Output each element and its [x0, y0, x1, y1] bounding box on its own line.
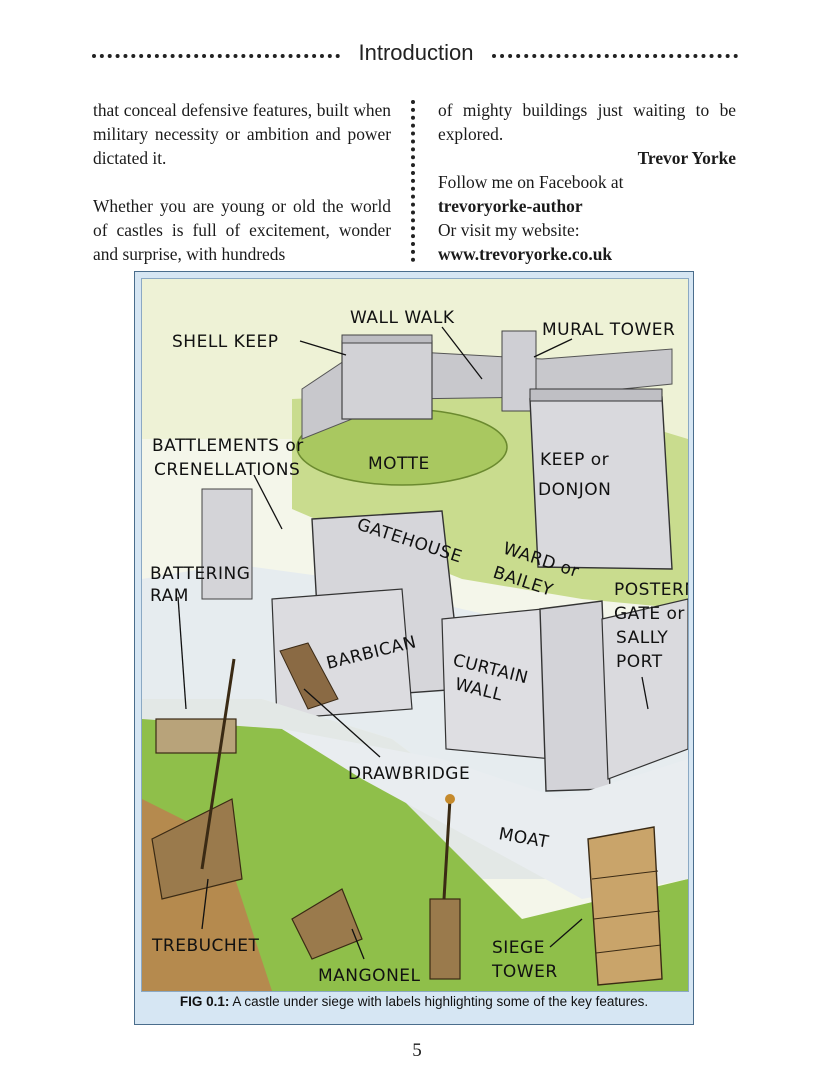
corner-tower-right	[539, 600, 611, 792]
header-title: Introduction	[358, 40, 474, 65]
label-battlements-line2: CRENELLATIONS	[154, 460, 300, 480]
label-battlements-line1: BATTLEMENTS or	[152, 436, 304, 456]
right-curtain-wall	[601, 598, 688, 780]
caption-text: A castle under siege with labels highlig…	[229, 994, 649, 1009]
right-paragraph-1: of mighty buildings just waiting to be e…	[438, 100, 736, 144]
website-text: Or visit my website:	[438, 220, 580, 240]
shell-keep-drawing	[341, 340, 433, 420]
siege-tower-drawing	[587, 826, 663, 986]
right-column: of mighty buildings just waiting to be e…	[438, 98, 736, 266]
drawbridge-drawing	[279, 642, 339, 710]
mangonel-drawing	[291, 888, 363, 960]
label-siege-line1: SIEGE	[492, 938, 545, 958]
castle-illustration: WALL WALK SHELL KEEP MURAL TOWER BATTLEM…	[142, 279, 688, 991]
website-url: www.trevoryorke.co.uk	[438, 244, 613, 264]
column-dotted-separator	[411, 100, 415, 262]
running-header: Introduction	[92, 40, 738, 70]
corner-tower-left	[201, 488, 253, 600]
trebuchet-drawing	[151, 798, 243, 900]
label-motte: MOTTE	[368, 454, 430, 474]
label-shell-keep: SHELL KEEP	[172, 332, 279, 352]
label-mural-tower: MURAL TOWER	[542, 320, 675, 340]
label-keep-line1: KEEP or	[540, 450, 609, 470]
label-siege-line2: TOWER	[491, 962, 558, 982]
label-wall-walk: WALL WALK	[350, 308, 455, 328]
label-mangonel: MANGONEL	[318, 966, 421, 986]
label-postern-line2: GATE or	[614, 604, 685, 624]
label-postern-line3: SALLY	[616, 628, 668, 648]
left-paragraph-2: Whether you are young or old the world o…	[93, 196, 391, 264]
figure-castle-illustration: WALL WALK SHELL KEEP MURAL TOWER BATTLEM…	[134, 271, 694, 1025]
left-column: that conceal defensive features, built w…	[93, 98, 391, 266]
header-dotted-rule-right	[492, 54, 738, 58]
label-postern-line1: POSTERN	[614, 580, 688, 600]
author-signature: Trevor Yorke	[637, 148, 736, 168]
facebook-handle: trevoryorke-author	[438, 196, 583, 216]
label-trebuchet: TREBUCHET	[151, 936, 259, 956]
label-drawbridge: DRAWBRIDGE	[348, 764, 470, 784]
caption-label: FIG 0.1:	[179, 994, 230, 1009]
page-number: 5	[412, 1040, 422, 1061]
label-keep-line2: DONJON	[538, 480, 611, 500]
foreground-grass	[142, 719, 688, 991]
leader-lines	[177, 326, 649, 960]
label-battering-line1: BATTERING	[150, 564, 250, 584]
label-postern-line4: PORT	[616, 652, 663, 672]
figure-caption: FIG 0.1: A castle under siege with label…	[141, 994, 687, 1009]
header-dotted-rule-left	[92, 54, 340, 58]
facebook-text: Follow me on Facebook at	[438, 172, 624, 192]
left-paragraph-1: that conceal defensive features, built w…	[93, 100, 391, 168]
illustration-frame: WALL WALK SHELL KEEP MURAL TOWER BATTLEM…	[141, 278, 689, 992]
label-battering-line2: RAM	[150, 586, 189, 606]
